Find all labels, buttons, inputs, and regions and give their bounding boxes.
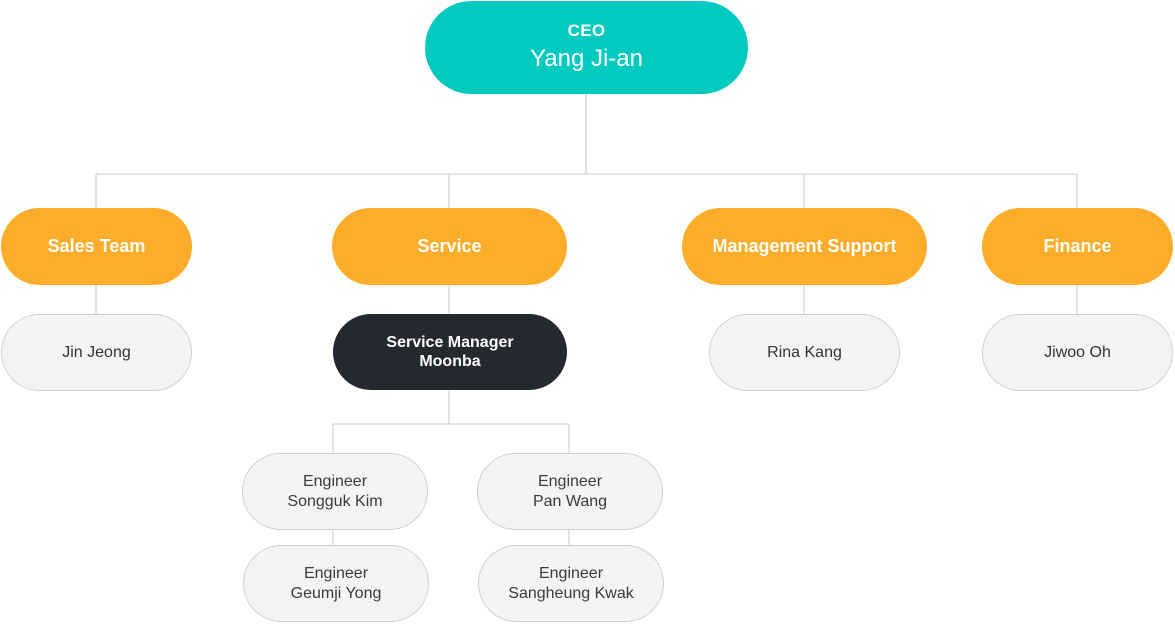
member-name: Rina Kang [767, 343, 842, 361]
member-name: Jiwoo Oh [1044, 343, 1111, 361]
ceo-name: Yang Ji-an [530, 44, 643, 72]
engineer-name: Songguk Kim [287, 492, 383, 510]
manager-name: Moonba [419, 353, 481, 370]
member-name: Jin Jeong [62, 343, 131, 361]
service-manager-node: Service Manager Moonba [333, 314, 567, 390]
engineer-node-pan-wang: Engineer Pan Wang [477, 453, 663, 530]
department-label: Finance [1043, 235, 1112, 256]
member-node-management: Rina Kang [709, 314, 900, 391]
engineer-title: Engineer [538, 565, 604, 583]
engineer-node-songguk-kim: Engineer Songguk Kim [242, 453, 428, 530]
engineer-title: Engineer [302, 473, 368, 491]
engineer-title: Engineer [537, 473, 603, 491]
member-node-finance: Jiwoo Oh [982, 314, 1173, 391]
engineer-name: Geumji Yong [290, 584, 382, 602]
department-finance: Finance [982, 208, 1173, 285]
department-sales-team: Sales Team [1, 208, 192, 285]
department-label: Sales Team [47, 235, 146, 256]
engineer-node-sangheung-kwak: Engineer Sangheung Kwak [478, 545, 664, 622]
engineer-node-geumji-yong: Engineer Geumji Yong [243, 545, 429, 622]
department-service: Service [332, 208, 567, 285]
engineer-name: Sangheung Kwak [508, 584, 634, 602]
department-label: Management Support [712, 235, 897, 256]
ceo-role: CEO [567, 21, 606, 41]
member-node-sales: Jin Jeong [1, 314, 192, 391]
department-label: Service [417, 235, 482, 256]
engineer-name: Pan Wang [532, 492, 608, 510]
engineer-title: Engineer [303, 565, 369, 583]
ceo-node: CEO Yang Ji-an [425, 1, 748, 94]
department-management-support: Management Support [682, 208, 927, 285]
manager-title: Service Manager [386, 333, 514, 351]
